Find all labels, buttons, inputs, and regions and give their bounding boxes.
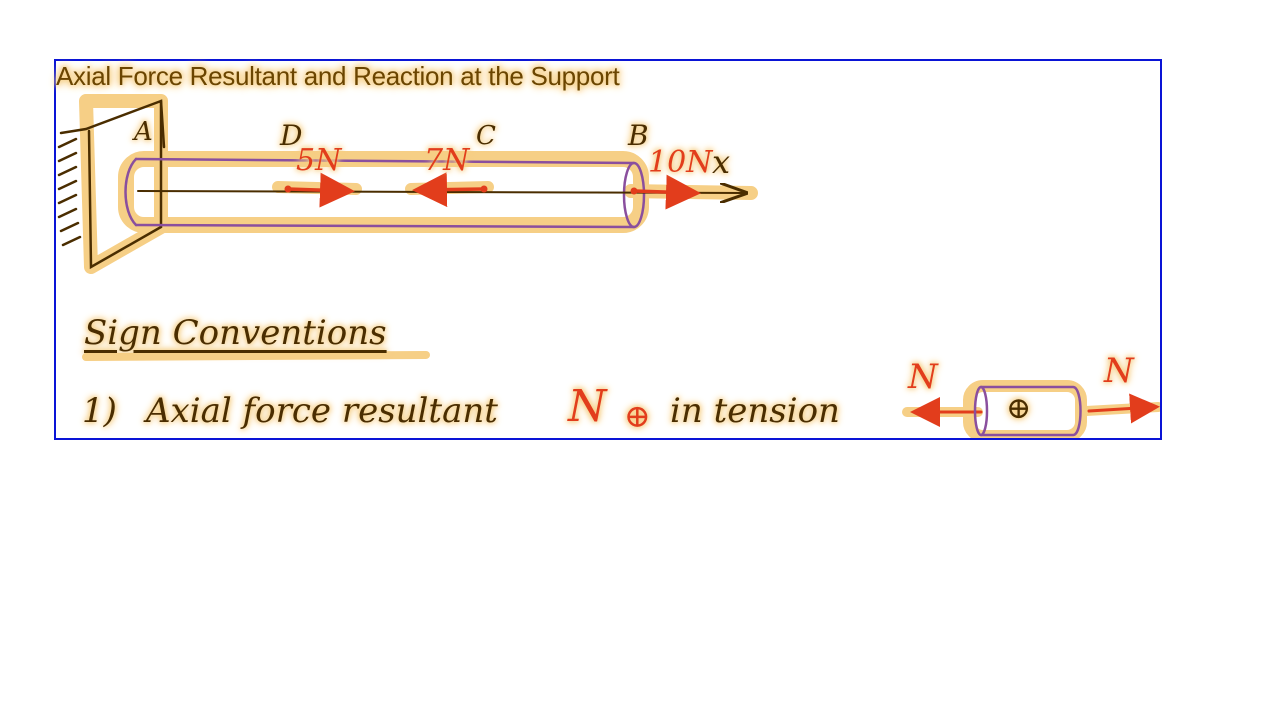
wall-support [57, 99, 166, 270]
label-point-c: C [476, 121, 496, 151]
axis-label-x: x [712, 143, 731, 181]
convention-suffix: in tension [670, 391, 840, 431]
element-right-arrow [1087, 393, 1160, 424]
element-left-label: N [908, 357, 938, 397]
convention-symbol: N [568, 381, 607, 432]
force-arrows [284, 172, 701, 210]
force-point-c [480, 185, 488, 193]
plus-sign-icon: ⊕ [624, 397, 651, 435]
convention-number: 1) [82, 391, 117, 431]
label-point-b: B [628, 119, 649, 152]
force-point-b [630, 187, 638, 195]
force-label-d: 5N [296, 143, 342, 178]
force-arrow-d [287, 172, 355, 208]
element-plus-sign-icon: ⊕ [1006, 391, 1032, 426]
force-arrow-b [633, 174, 701, 210]
label-point-a: A [134, 117, 153, 147]
label-point-d: D [280, 119, 303, 152]
force-point-d [284, 185, 292, 193]
tension-element [910, 385, 1160, 437]
force-arrow-c [412, 172, 485, 208]
whiteboard-frame: Axial Force Resultant and Reaction at th… [54, 59, 1162, 440]
sign-conventions-heading: Sign Conventions [84, 313, 387, 353]
beam-diagram [57, 94, 1160, 438]
force-label-b: 10N [648, 145, 713, 180]
element-right-label: N [1104, 351, 1134, 391]
page-title: Axial Force Resultant and Reaction at th… [56, 61, 620, 91]
force-label-c: 7N [424, 143, 470, 178]
convention-text: Axial force resultant [146, 391, 498, 431]
